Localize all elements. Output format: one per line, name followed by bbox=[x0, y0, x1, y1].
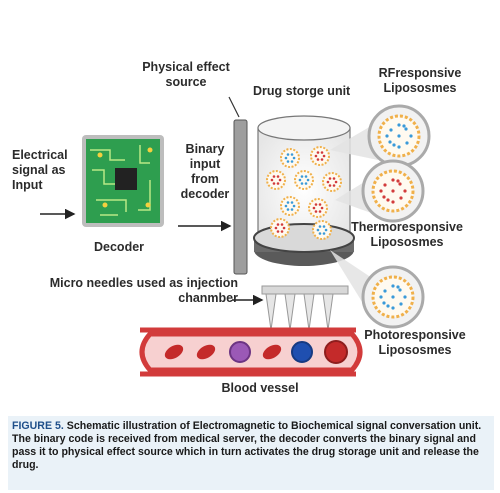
micro-needles-label: Micro needles used as injection chanmber bbox=[49, 276, 238, 305]
caption-text: Schematic illustration of Electromagneti… bbox=[12, 420, 482, 471]
magnifier-icon bbox=[361, 265, 425, 329]
magnifier-icon bbox=[367, 104, 431, 168]
binary-input-label: Binary input from decoder bbox=[180, 142, 230, 201]
drug-storage-cylinder bbox=[253, 115, 355, 266]
rf-liposomes-label: RFresponsive Lipososmes bbox=[378, 66, 462, 95]
photo-liposomes-label: Photoresponsive Lipososmes bbox=[364, 328, 466, 357]
schematic-diagram bbox=[40, 96, 431, 377]
figure-label: FIGURE 5. bbox=[12, 420, 64, 432]
decoder-chip-icon bbox=[82, 135, 164, 227]
electrical-signal-label: Electrical signal as Input bbox=[12, 148, 68, 192]
micro-needle-icon bbox=[261, 285, 349, 331]
figure-caption: FIGURE 5. Schematic illustration of Elec… bbox=[8, 416, 494, 490]
inner-liposomes bbox=[266, 146, 342, 240]
decoder-label: Decoder bbox=[94, 240, 145, 254]
blood-vessel-label: Blood vessel bbox=[221, 381, 299, 395]
magnifier-icon bbox=[361, 159, 425, 223]
physical-effect-source-bar bbox=[233, 119, 248, 275]
blood-vessel bbox=[139, 327, 363, 377]
physical-effect-source-label: Physical effect source bbox=[142, 60, 230, 89]
drug-storage-unit-label: Drug storge unit bbox=[253, 84, 351, 98]
thermo-liposomes-label: Thermoresponsive Lipososmes bbox=[351, 220, 463, 249]
